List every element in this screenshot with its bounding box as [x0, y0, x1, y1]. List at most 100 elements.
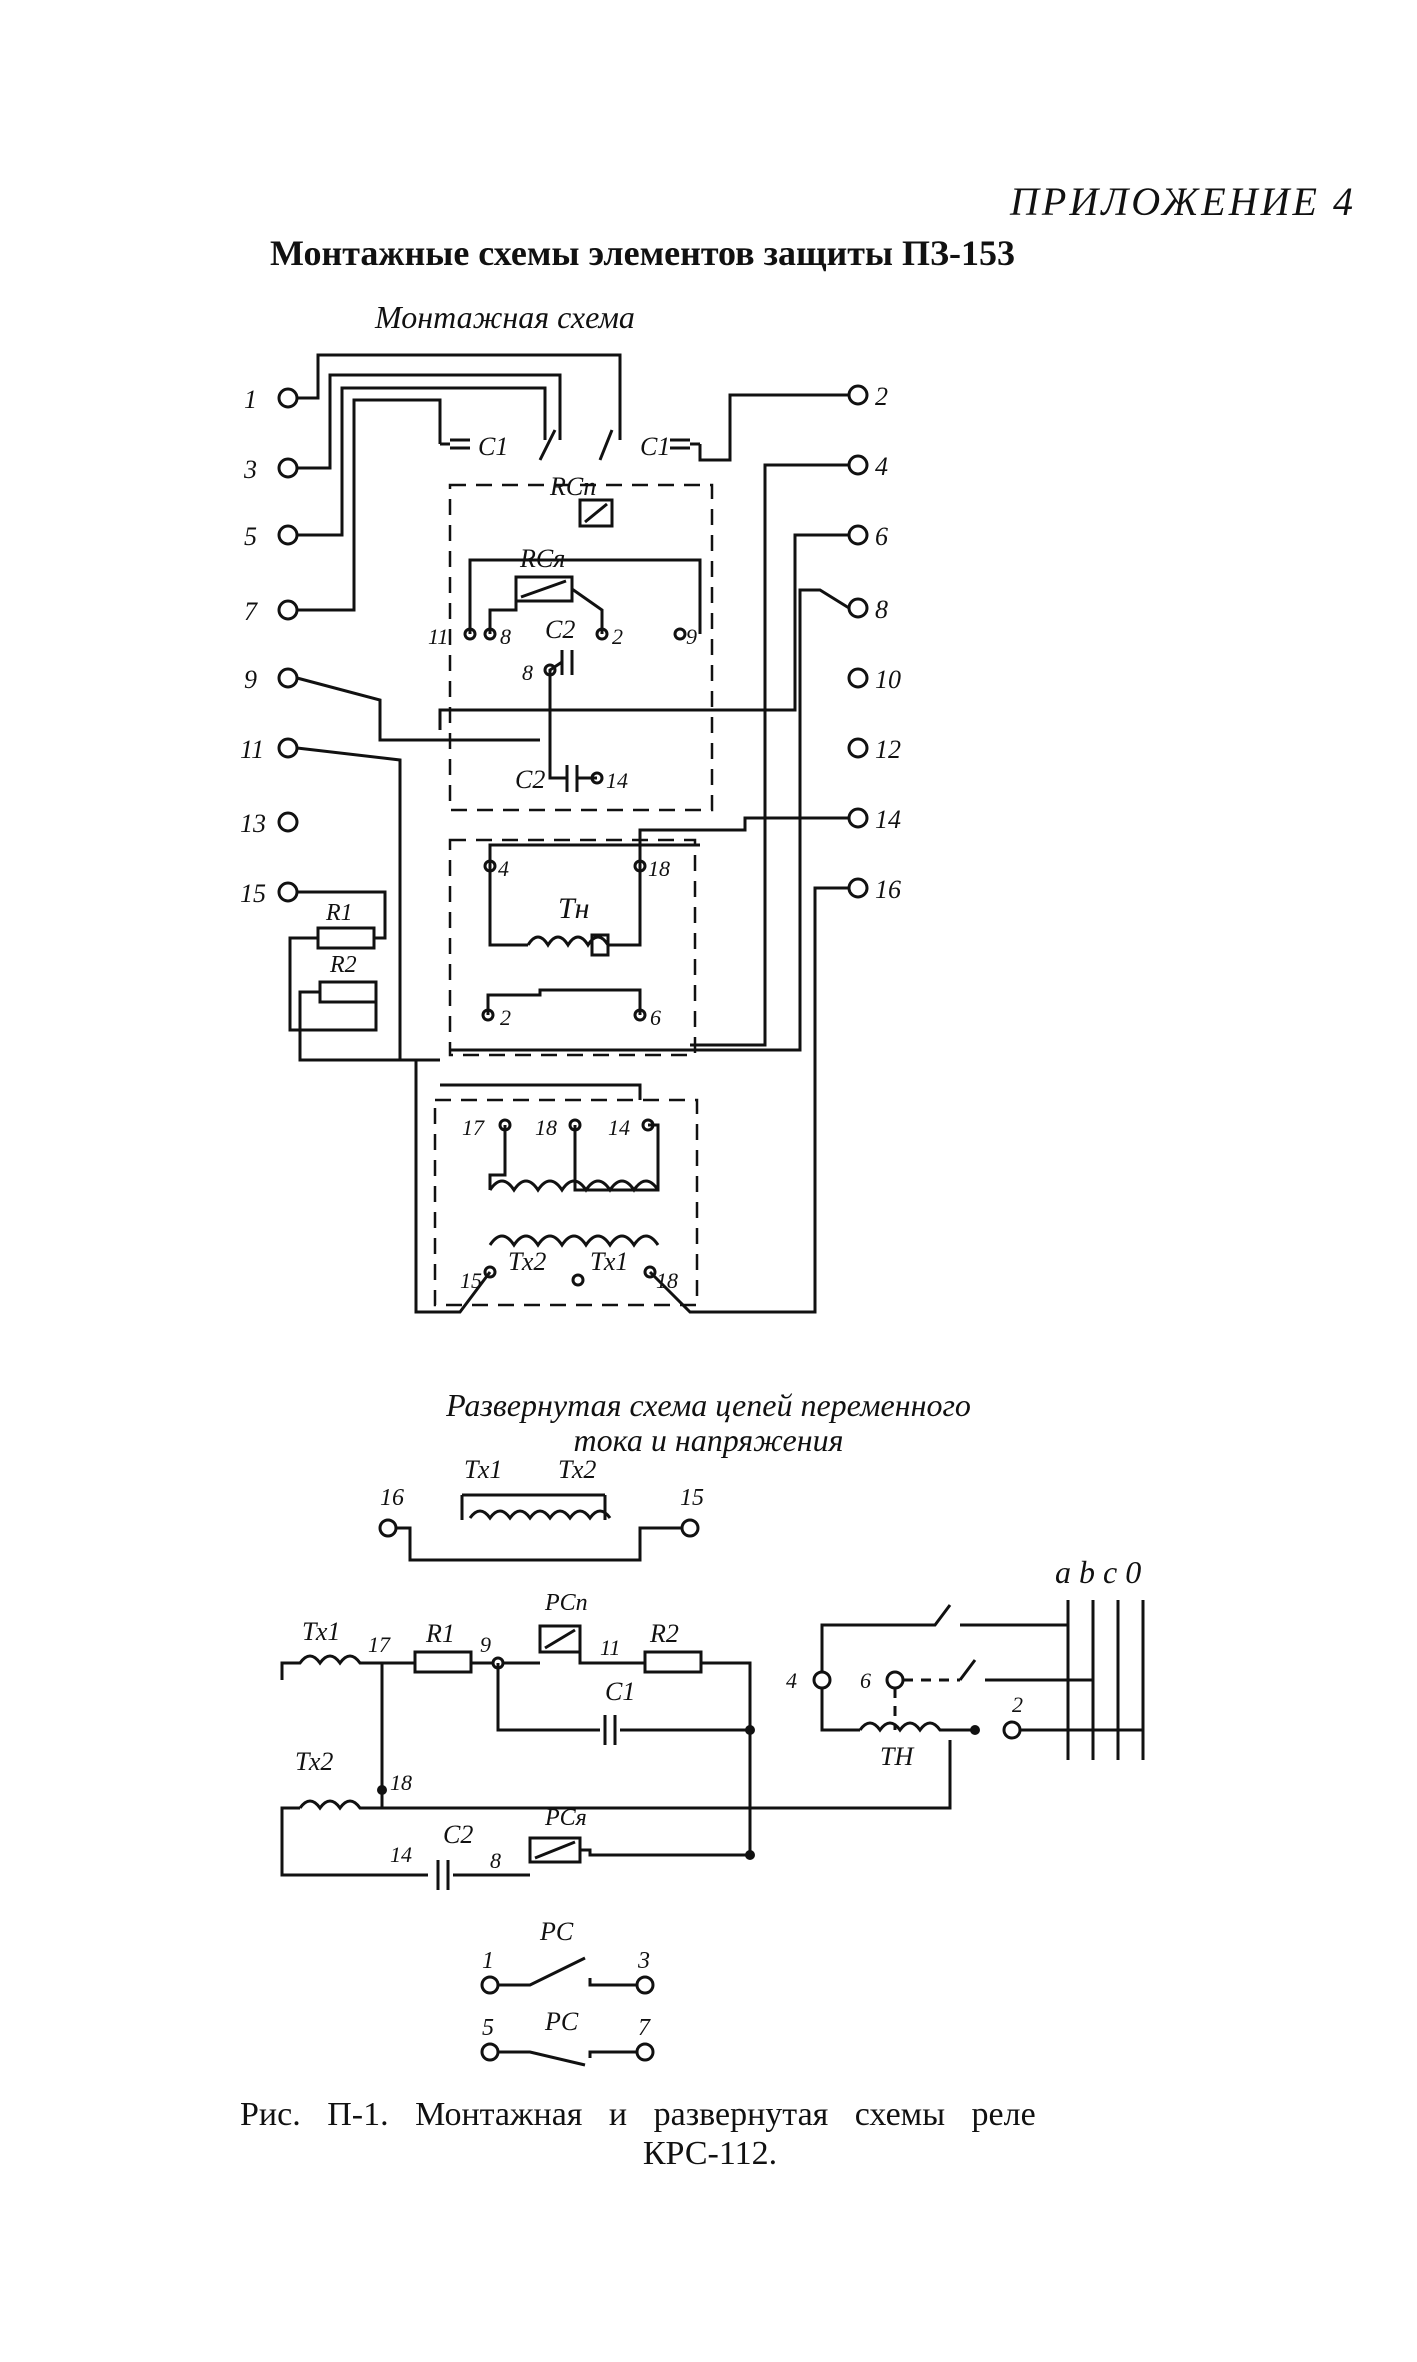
svg-text:6: 6 [860, 1668, 871, 1693]
svg-text:1: 1 [482, 1948, 494, 1974]
svg-text:7: 7 [638, 2015, 651, 2041]
label-c1-right: C1 [640, 432, 670, 461]
terminal-2 [847, 384, 869, 406]
svg-text:8: 8 [490, 1848, 501, 1873]
terminal-label-16: 16 [875, 875, 901, 904]
r2-schematic [643, 1650, 703, 1674]
terminal-9 [277, 667, 299, 689]
svg-text:14: 14 [608, 1115, 630, 1140]
svg-text:15: 15 [680, 1485, 704, 1511]
phase-labels: a b c 0 [1055, 1554, 1141, 1590]
schematic-main-circuit: a b c 0 Тх1 17 R1 9 РСп 11 R2 С1 Тх2 18 [280, 1554, 1145, 1890]
svg-text:17: 17 [462, 1115, 485, 1140]
svg-text:15: 15 [460, 1268, 482, 1293]
label-r2: R2 [329, 952, 357, 978]
svg-text:РС: РС [539, 1917, 574, 1946]
terminal-label-7: 7 [244, 597, 258, 626]
label-tx1-wiring: Тх1 [590, 1247, 628, 1276]
svg-text:R2: R2 [649, 1619, 679, 1648]
terminal-label-2: 2 [875, 382, 888, 411]
svg-text:5: 5 [482, 2015, 494, 2041]
svg-text:9: 9 [686, 624, 697, 649]
terminal-label-12: 12 [875, 735, 901, 764]
terminal-6 [847, 524, 869, 546]
pcp-relay-coil [538, 1624, 582, 1654]
terminal-label-3: 3 [243, 455, 257, 484]
terminal-label-14: 14 [875, 805, 901, 834]
svg-text:18: 18 [535, 1115, 557, 1140]
svg-text:8: 8 [500, 624, 511, 649]
terminal-label-6: 6 [875, 522, 888, 551]
label-c1-left: C1 [478, 432, 508, 461]
terminal-label-5: 5 [244, 522, 257, 551]
terminal-label-1: 1 [244, 385, 257, 414]
right-terminals: 2 4 6 8 10 12 14 16 [847, 382, 901, 904]
svg-text:16: 16 [380, 1485, 404, 1511]
figure-caption: Рис. П-1. Монтажная и развернутая схемы … [240, 2095, 1240, 2173]
label-c2-top: C2 [545, 615, 575, 644]
label-c2-bottom: C2 [515, 765, 545, 794]
svg-text:11: 11 [428, 624, 448, 649]
svg-text:4: 4 [498, 856, 509, 881]
svg-text:18: 18 [648, 856, 670, 881]
svg-text:18: 18 [390, 1770, 412, 1795]
terminal-14 [847, 807, 869, 829]
c1-capacitors: C1 C1 [440, 429, 700, 461]
svg-text:3: 3 [637, 1948, 650, 1974]
label-tn: Тн [558, 892, 590, 925]
svg-text:Тх1: Тх1 [464, 1455, 502, 1484]
terminal-label-4: 4 [875, 452, 888, 481]
svg-text:2: 2 [612, 624, 623, 649]
terminal-7 [277, 599, 299, 621]
terminal-label-9: 9 [244, 665, 257, 694]
schematic-title-line1: Развернутая схема цепей переменного [446, 1387, 971, 1423]
terminal-11 [277, 737, 299, 759]
label-r1: R1 [325, 900, 353, 926]
svg-text:4: 4 [786, 1668, 797, 1693]
r2-resistor [318, 980, 378, 1004]
wiring-harness [288, 353, 850, 1314]
terminal-16 [847, 877, 869, 899]
page-title: Монтажные схемы элементов защиты ПЗ-153 [270, 233, 1015, 273]
terminal-label-15: 15 [240, 879, 266, 908]
terminal-12 [847, 737, 869, 759]
label-rcp: RCп [549, 472, 596, 501]
svg-text:2: 2 [1012, 1692, 1023, 1717]
current-transformer-housing [433, 1098, 699, 1307]
terminal-8 [847, 597, 869, 619]
svg-text:РСя: РСя [544, 1805, 587, 1831]
svg-text:Тх2: Тх2 [295, 1747, 333, 1776]
svg-text:Тх2: Тх2 [558, 1455, 596, 1484]
svg-text:Тх1: Тх1 [302, 1617, 340, 1646]
tn-winding [526, 935, 610, 948]
rcp-coil [578, 498, 614, 528]
label-tx2-wiring: Тх2 [508, 1247, 546, 1276]
terminal-5 [277, 524, 299, 546]
wiring-diagram-title: Монтажная схема [374, 299, 635, 335]
r1-schematic [413, 1650, 473, 1674]
svg-text:6: 6 [650, 1005, 661, 1030]
svg-text:17: 17 [368, 1632, 391, 1657]
terminal-10 [847, 667, 869, 689]
schematic-contacts: РС 1 3 5 РС 7 [480, 1917, 655, 2067]
terminal-label-8: 8 [875, 595, 888, 624]
capacitor-relay-housing [448, 483, 714, 812]
svg-text:2: 2 [500, 1005, 511, 1030]
voltage-transformer-housing [448, 838, 697, 1057]
figure-caption-line2: КРС-112. [642, 2135, 778, 2173]
terminal-4 [847, 454, 869, 476]
terminal-1 [277, 387, 299, 409]
terminal-3 [277, 457, 299, 479]
svg-text:С2: С2 [443, 1820, 473, 1849]
r1-resistor [316, 926, 376, 950]
schematic-title-line2: тока и напряжения [573, 1422, 844, 1459]
svg-text:14: 14 [606, 768, 628, 793]
svg-text:11: 11 [600, 1635, 620, 1660]
svg-text:8: 8 [522, 660, 533, 685]
terminal-label-13: 13 [240, 809, 266, 838]
svg-text:9: 9 [480, 1632, 491, 1657]
svg-text:ТН: ТН [880, 1742, 914, 1771]
terminal-13 [277, 811, 299, 833]
appendix-label: ПРИЛОЖЕНИЕ 4 [1010, 179, 1356, 224]
